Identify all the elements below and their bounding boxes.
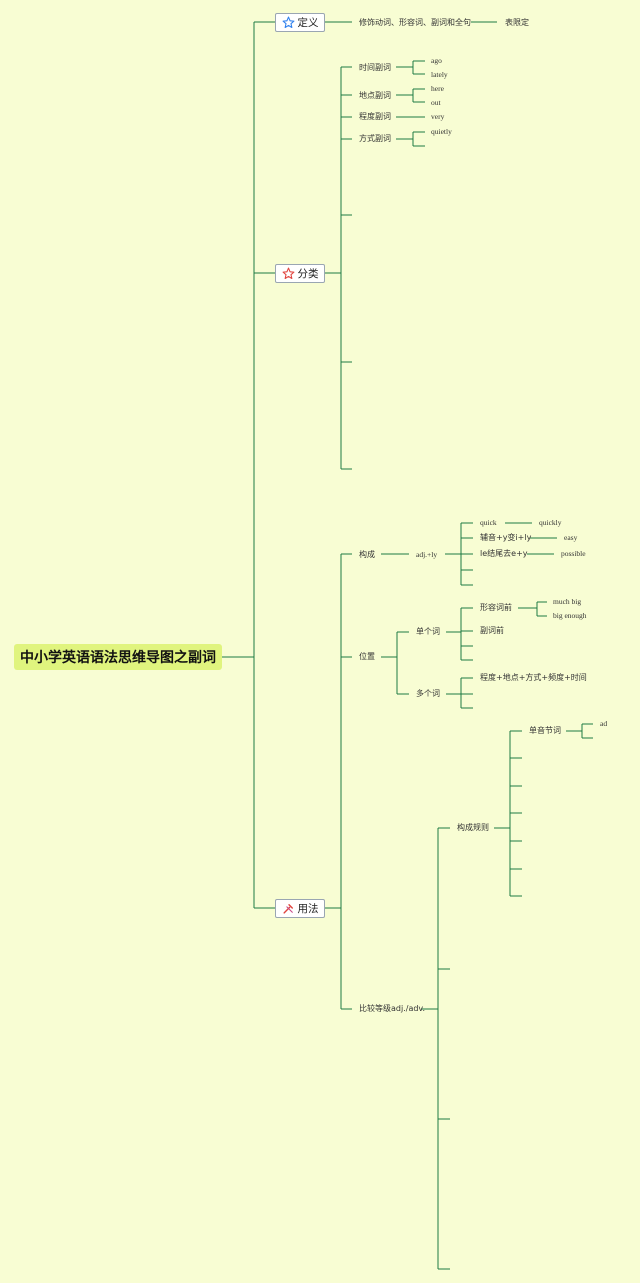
definition-text[interactable]: 修饰动词、形容词、副词和全句 [359,18,471,27]
root-topic[interactable]: 中小学英语语法思维导图之副词 [14,644,222,670]
red-star-icon [282,267,295,280]
place-adverb[interactable]: 地点副词 [359,91,391,100]
tools-icon [282,902,295,915]
branch-label: 用法 [297,903,319,915]
single-word[interactable]: 单个词 [416,627,440,636]
formation-rules[interactable]: 构成规则 [457,823,489,832]
branch-usage[interactable]: 用法 [275,899,325,918]
example-big-enough[interactable]: big enough [553,611,587,620]
comparison-topic[interactable]: 比较等级adj./adv. [359,1004,426,1013]
monosyllabic[interactable]: 单音节词 [529,726,561,735]
example-very[interactable]: very [431,112,445,121]
example-ago[interactable]: ago [431,56,442,65]
blue-star-icon [282,16,295,29]
adverb-order[interactable]: 程度+地点+方式+频度+时间 [480,673,587,682]
result-possible[interactable]: possible [561,549,586,558]
case-le-ending[interactable]: le结尾去e+y [480,549,528,558]
manner-adverb[interactable]: 方式副词 [359,134,391,143]
example-here[interactable]: here [431,84,444,93]
branch-label: 分类 [297,268,319,280]
time-adverb[interactable]: 时间副词 [359,63,391,72]
degree-adverb[interactable]: 程度副词 [359,112,391,121]
before-adverb[interactable]: 副词前 [480,626,504,635]
example-quietly[interactable]: quietly [431,127,452,136]
result-easy[interactable]: easy [564,533,578,542]
position-topic[interactable]: 位置 [359,652,375,661]
example-ad[interactable]: ad [600,719,608,728]
case-consonant-y[interactable]: 辅音+y变i+ly [480,533,532,542]
case-quick[interactable]: quick [480,518,497,527]
formation-topic[interactable]: 构成 [359,550,375,559]
multiple-words[interactable]: 多个词 [416,689,440,698]
branch-label: 定义 [297,17,319,29]
result-quickly[interactable]: quickly [539,518,562,527]
branch-definition[interactable]: 定义 [275,13,325,32]
example-lately[interactable]: lately [431,70,448,79]
example-out[interactable]: out [431,98,441,107]
before-adjective[interactable]: 形容词前 [480,603,512,612]
branch-classification[interactable]: 分类 [275,264,325,283]
formation-rule[interactable]: adj.+ly [416,550,438,559]
definition-note[interactable]: 表限定 [505,18,529,27]
example-much-big[interactable]: much big [553,597,582,606]
